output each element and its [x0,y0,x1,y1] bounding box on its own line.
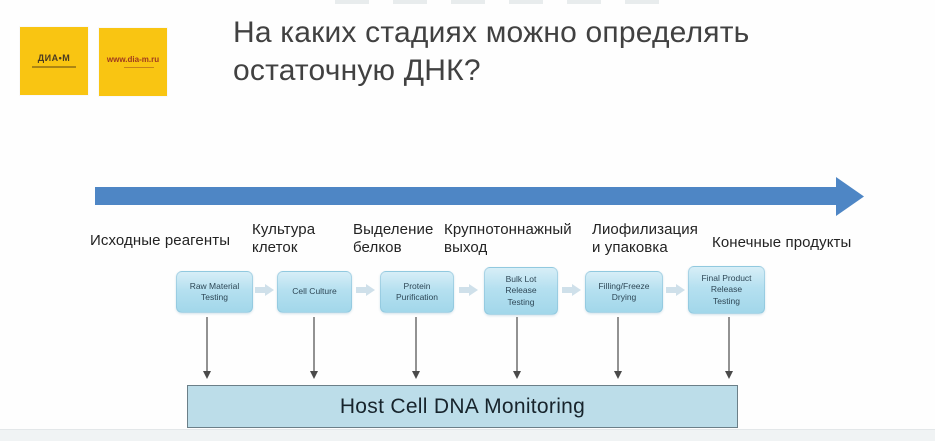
stage-box-cell-culture: Cell Culture [277,271,352,313]
down-arrow [614,317,622,379]
diam-logo: ДИА•М [20,27,88,95]
down-arrow [203,317,211,379]
bottom-edge-strip [0,429,935,441]
stage-box-protein-purification: Protein Purification [380,271,454,313]
connector-arrow [562,284,581,296]
diam-website-tagline [124,66,154,69]
stage-label-cell-culture: Культура клеток [252,221,316,256]
diam-website-text: www.dia-m.ru [106,54,160,64]
down-arrow [513,317,521,379]
stage-box-bulk-lot-release: Bulk Lot Release Testing [484,267,558,315]
down-arrow [412,317,420,379]
stage-label-bulk-output: Крупнотоннажный выход [444,221,572,256]
connector-arrow [356,284,375,296]
down-arrow [310,317,318,379]
stage-label-final-products: Конечные продукты [712,234,852,251]
stage-label-raw-materials: Исходные реагенты [90,232,231,249]
stage-label-lyophilization: Лиофилизация и упаковка [592,221,698,256]
stage-box-final-product-release: Final Product Release Testing [688,266,765,314]
slide-title: На каких стадиях можно определять остато… [233,16,750,87]
connector-arrow [666,284,685,296]
stage-label-protein-isolation: Выделение белков [353,221,434,256]
diam-logo-text: ДИА•М [37,53,71,63]
connector-arrow [459,284,478,296]
flow-arrow [95,177,864,216]
connector-arrow [255,284,274,296]
diam-website-logo: www.dia-m.ru [99,28,167,96]
stage-box-filling-freeze-drying: Filling/Freeze Drying [585,271,663,313]
cropped-text-artifact [335,0,665,4]
stage-box-raw-material-testing: Raw Material Testing [176,271,253,313]
down-arrow [725,317,733,379]
host-cell-dna-monitoring-box: Host Cell DNA Monitoring [187,385,738,428]
diam-logo-tagline [32,66,76,68]
